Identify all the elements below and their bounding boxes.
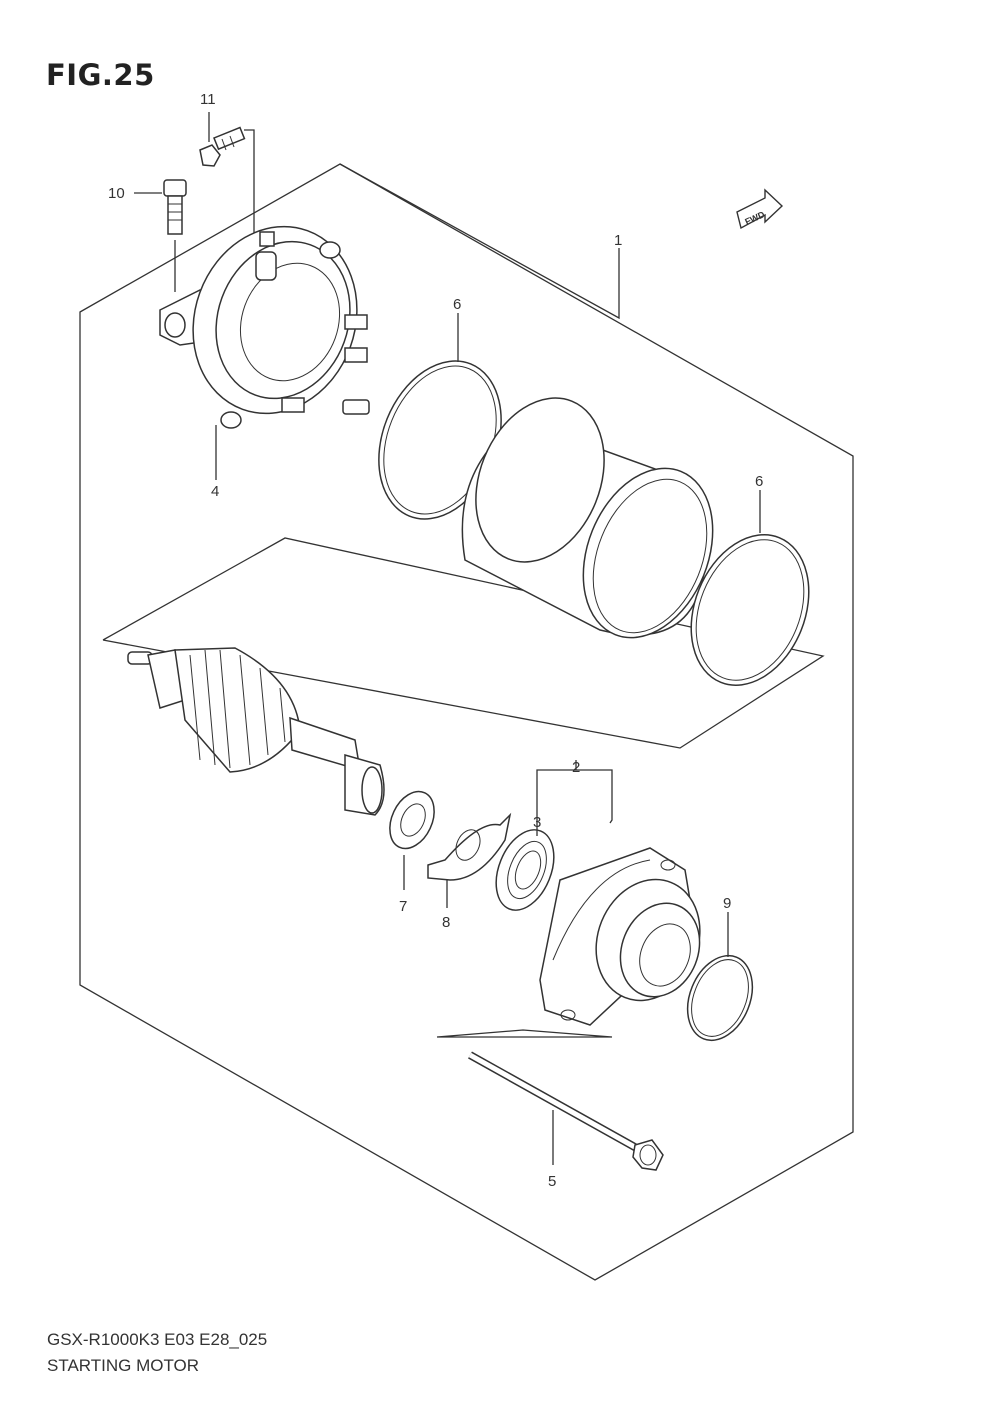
callout-9: 9 (723, 895, 731, 912)
motor-yoke (461, 397, 714, 639)
bolt-part-10 (163, 179, 187, 235)
callout-6-upper: 6 (453, 296, 461, 313)
model-code: GSX-R1000K3 E03 E28_025 (47, 1330, 268, 1349)
leader-2-bracket (536, 769, 613, 824)
screw-part-11 (199, 126, 246, 167)
end-cover-guide (436, 1029, 613, 1038)
o-ring-part-6-lower (690, 534, 810, 686)
callout-10: 10 (108, 185, 125, 202)
leader-1 (339, 163, 620, 320)
armature (127, 647, 385, 816)
seal-part-3 (495, 829, 555, 911)
callout-8: 8 (442, 914, 450, 931)
leader-11-ext (244, 129, 255, 250)
fwd-direction-marker: FWD (736, 188, 784, 230)
lock-washer-part-8 (427, 812, 512, 881)
callout-5: 5 (548, 1173, 556, 1190)
figure-title: FIG.25 (46, 58, 155, 92)
callout-11: 11 (200, 91, 216, 108)
armature-group-outline (102, 537, 825, 749)
callout-4: 4 (211, 483, 219, 500)
rear-cover-part-4 (159, 225, 370, 429)
callout-7: 7 (399, 898, 407, 915)
assembly-name: STARTING MOTOR (47, 1356, 200, 1375)
callout-1: 1 (614, 232, 622, 249)
callout-6-lower: 6 (755, 473, 763, 490)
long-bolt-part-5 (468, 1051, 664, 1171)
callout-2: 2 (572, 759, 580, 776)
washer-part-7 (389, 790, 435, 850)
o-ring-part-9 (686, 954, 754, 1042)
front-housing-part-2 (539, 847, 701, 1026)
callout-3: 3 (533, 814, 541, 831)
